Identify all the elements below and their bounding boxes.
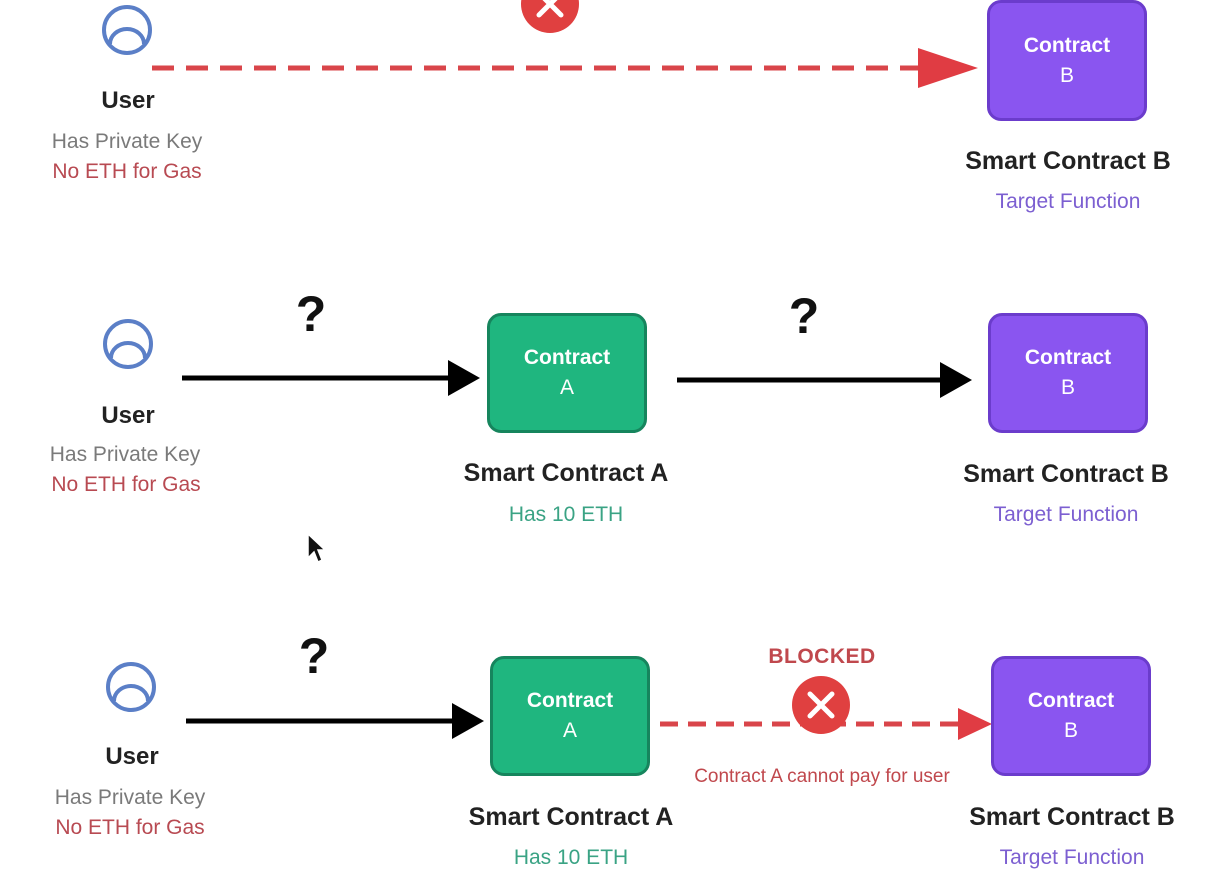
user-title: User bbox=[101, 87, 155, 114]
contract-a-subtitle: Has 10 ETH bbox=[513, 846, 629, 869]
contract-b-name: Contract bbox=[1027, 689, 1115, 712]
contract-b-letter: B bbox=[1063, 719, 1078, 742]
user-no-gas-label: No ETH for Gas bbox=[51, 473, 201, 496]
user-icon bbox=[103, 319, 153, 369]
question-mark: ? bbox=[295, 286, 327, 342]
user-title: User bbox=[105, 743, 159, 770]
question-mark: ? bbox=[298, 628, 330, 684]
user-icon bbox=[106, 662, 156, 712]
contract-a-letter: A bbox=[559, 376, 574, 399]
user-private-key-label: Has Private Key bbox=[54, 786, 206, 809]
blocked-note: Contract A cannot pay for user bbox=[694, 766, 950, 787]
contract-b-subtitle: Target Function bbox=[999, 846, 1145, 869]
user-private-key-label: Has Private Key bbox=[51, 130, 203, 153]
row1-arrowhead bbox=[918, 48, 978, 88]
user-no-gas-label: No ETH for Gas bbox=[55, 816, 205, 839]
contract-a-subtitle: Has 10 ETH bbox=[508, 503, 624, 526]
contract-b-box: Contract B bbox=[987, 0, 1147, 121]
user-no-gas-label: No ETH for Gas bbox=[52, 160, 202, 183]
contract-a-box: Contract A bbox=[490, 656, 650, 776]
row2-arrowhead-a bbox=[448, 360, 480, 396]
contract-b-box: Contract B bbox=[991, 656, 1151, 776]
contract-b-letter: B bbox=[1059, 63, 1074, 87]
row3-arrowhead-b bbox=[958, 708, 992, 740]
user-icon bbox=[102, 5, 152, 55]
contract-b-title: Smart Contract B bbox=[969, 803, 1175, 831]
contract-a-name: Contract bbox=[526, 689, 614, 712]
x-circle-icon bbox=[792, 676, 850, 734]
contract-b-subtitle: Target Function bbox=[993, 503, 1139, 526]
contract-a-name: Contract bbox=[523, 346, 611, 369]
contract-a-title: Smart Contract A bbox=[463, 459, 669, 487]
contract-b-letter: B bbox=[1060, 376, 1075, 399]
contract-b-name: Contract bbox=[1024, 346, 1112, 369]
contract-b-subtitle: Target Function bbox=[995, 190, 1141, 213]
contract-b-name: Contract bbox=[1023, 33, 1111, 57]
contract-b-title: Smart Contract B bbox=[963, 460, 1169, 488]
contract-b-box: Contract B bbox=[988, 313, 1148, 433]
row2-arrowhead-b bbox=[940, 362, 972, 398]
contract-a-title: Smart Contract A bbox=[468, 803, 674, 831]
row3-arrowhead-a bbox=[452, 703, 484, 739]
user-private-key-label: Has Private Key bbox=[49, 443, 201, 466]
mouse-pointer-icon bbox=[307, 532, 326, 564]
contract-a-box: Contract A bbox=[487, 313, 647, 433]
contract-b-title: Smart Contract B bbox=[965, 147, 1171, 175]
contract-a-letter: A bbox=[562, 719, 577, 742]
blocked-label: BLOCKED bbox=[768, 645, 876, 668]
question-mark: ? bbox=[788, 288, 820, 344]
x-circle-icon bbox=[521, 0, 579, 33]
user-title: User bbox=[101, 402, 155, 429]
